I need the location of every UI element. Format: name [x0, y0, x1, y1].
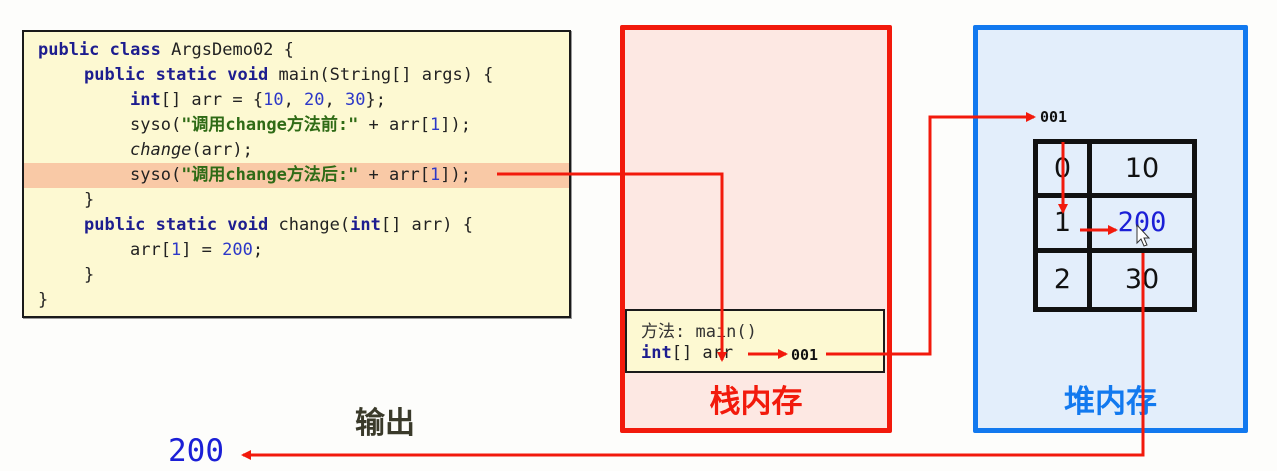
code-token: [] arr) { — [380, 215, 473, 235]
code-line: arr[1] = 200; — [24, 238, 569, 263]
code-line: } — [24, 188, 569, 213]
code-token: 200 — [222, 240, 253, 260]
code-token: ] = — [181, 240, 223, 260]
code-token: ]); — [440, 115, 471, 135]
code-token: 1 — [170, 240, 182, 260]
stack-frame-method: 方法: main() — [641, 322, 757, 342]
code-line-highlighted: syso("调用change方法后:" + arr[1]); — [24, 163, 569, 188]
code-token: }; — [365, 90, 386, 110]
code-token: 30 — [345, 90, 366, 110]
code-token: 1 — [429, 165, 441, 185]
code-token: syso( — [130, 165, 182, 185]
array-table: 0 10 1 200 2 30 — [1033, 139, 1197, 312]
code-token: arr[ — [130, 240, 171, 260]
code-token: ; — [252, 240, 264, 260]
code-line: public class ArgsDemo02 { — [24, 38, 569, 63]
code-panel: public class ArgsDemo02 {public static v… — [22, 30, 571, 318]
code-token: 10 — [263, 90, 284, 110]
heap-memory-label: 堆内存 — [1064, 384, 1157, 420]
main-stack-frame: 方法: main() int[] arr 001 — [625, 309, 885, 373]
var-type: int — [641, 343, 672, 363]
code-line: change(arr); — [24, 138, 569, 163]
code-token: + arr[ — [358, 165, 430, 185]
code-token: "调用change方法前:" — [181, 115, 359, 135]
code-token: 1 — [429, 115, 441, 135]
var-name: [] arr — [671, 343, 734, 363]
array-index: 1 — [1038, 198, 1092, 253]
array-index: 0 — [1038, 144, 1092, 199]
stack-memory-label: 栈内存 — [709, 384, 803, 420]
array-value: 10 — [1092, 144, 1192, 199]
code-token: , — [324, 90, 346, 110]
code-token: 20 — [304, 90, 325, 110]
output-value: 200 — [168, 433, 224, 469]
code-token: public static void — [84, 215, 279, 235]
code-token: (arr); — [191, 140, 253, 160]
code-line: syso("调用change方法前:" + arr[1]); — [24, 113, 569, 138]
code-token: } — [38, 290, 49, 310]
array-value: 30 — [1124, 264, 1160, 296]
heap-address: 001 — [1040, 108, 1068, 126]
output-label: 输出 — [355, 406, 415, 441]
code-token: , — [283, 90, 305, 110]
code-token: int — [130, 90, 161, 110]
code-line: } — [24, 288, 569, 313]
array-index: 2 — [1038, 252, 1092, 307]
code-token: int — [350, 215, 381, 235]
code-token: change( — [278, 215, 351, 235]
code-line: int[] arr = {10, 20, 30}; — [24, 88, 569, 113]
code-line: public static void main(String[] args) { — [24, 63, 569, 88]
code-line: } — [24, 263, 569, 288]
code-token: ArgsDemo02 { — [171, 40, 294, 60]
code-token: public static void — [84, 65, 279, 85]
code-token: } — [84, 265, 95, 285]
array-value-changed: 200 — [1092, 198, 1192, 253]
stack-address: 001 — [791, 346, 819, 364]
code-token: [] arr = { — [160, 90, 264, 110]
stack-frame-variable: int[] arr — [641, 343, 733, 363]
code-token: ]); — [440, 165, 471, 185]
code-token: + arr[ — [358, 115, 430, 135]
code-token: syso( — [130, 115, 182, 135]
code-token: main(String[] args) { — [278, 65, 494, 85]
code-line: public static void change(int[] arr) { — [24, 213, 569, 238]
code-token: change — [130, 140, 192, 160]
code-token: public class — [38, 40, 172, 60]
code-token: } — [84, 190, 95, 210]
code-token: "调用change方法后:" — [181, 165, 359, 185]
